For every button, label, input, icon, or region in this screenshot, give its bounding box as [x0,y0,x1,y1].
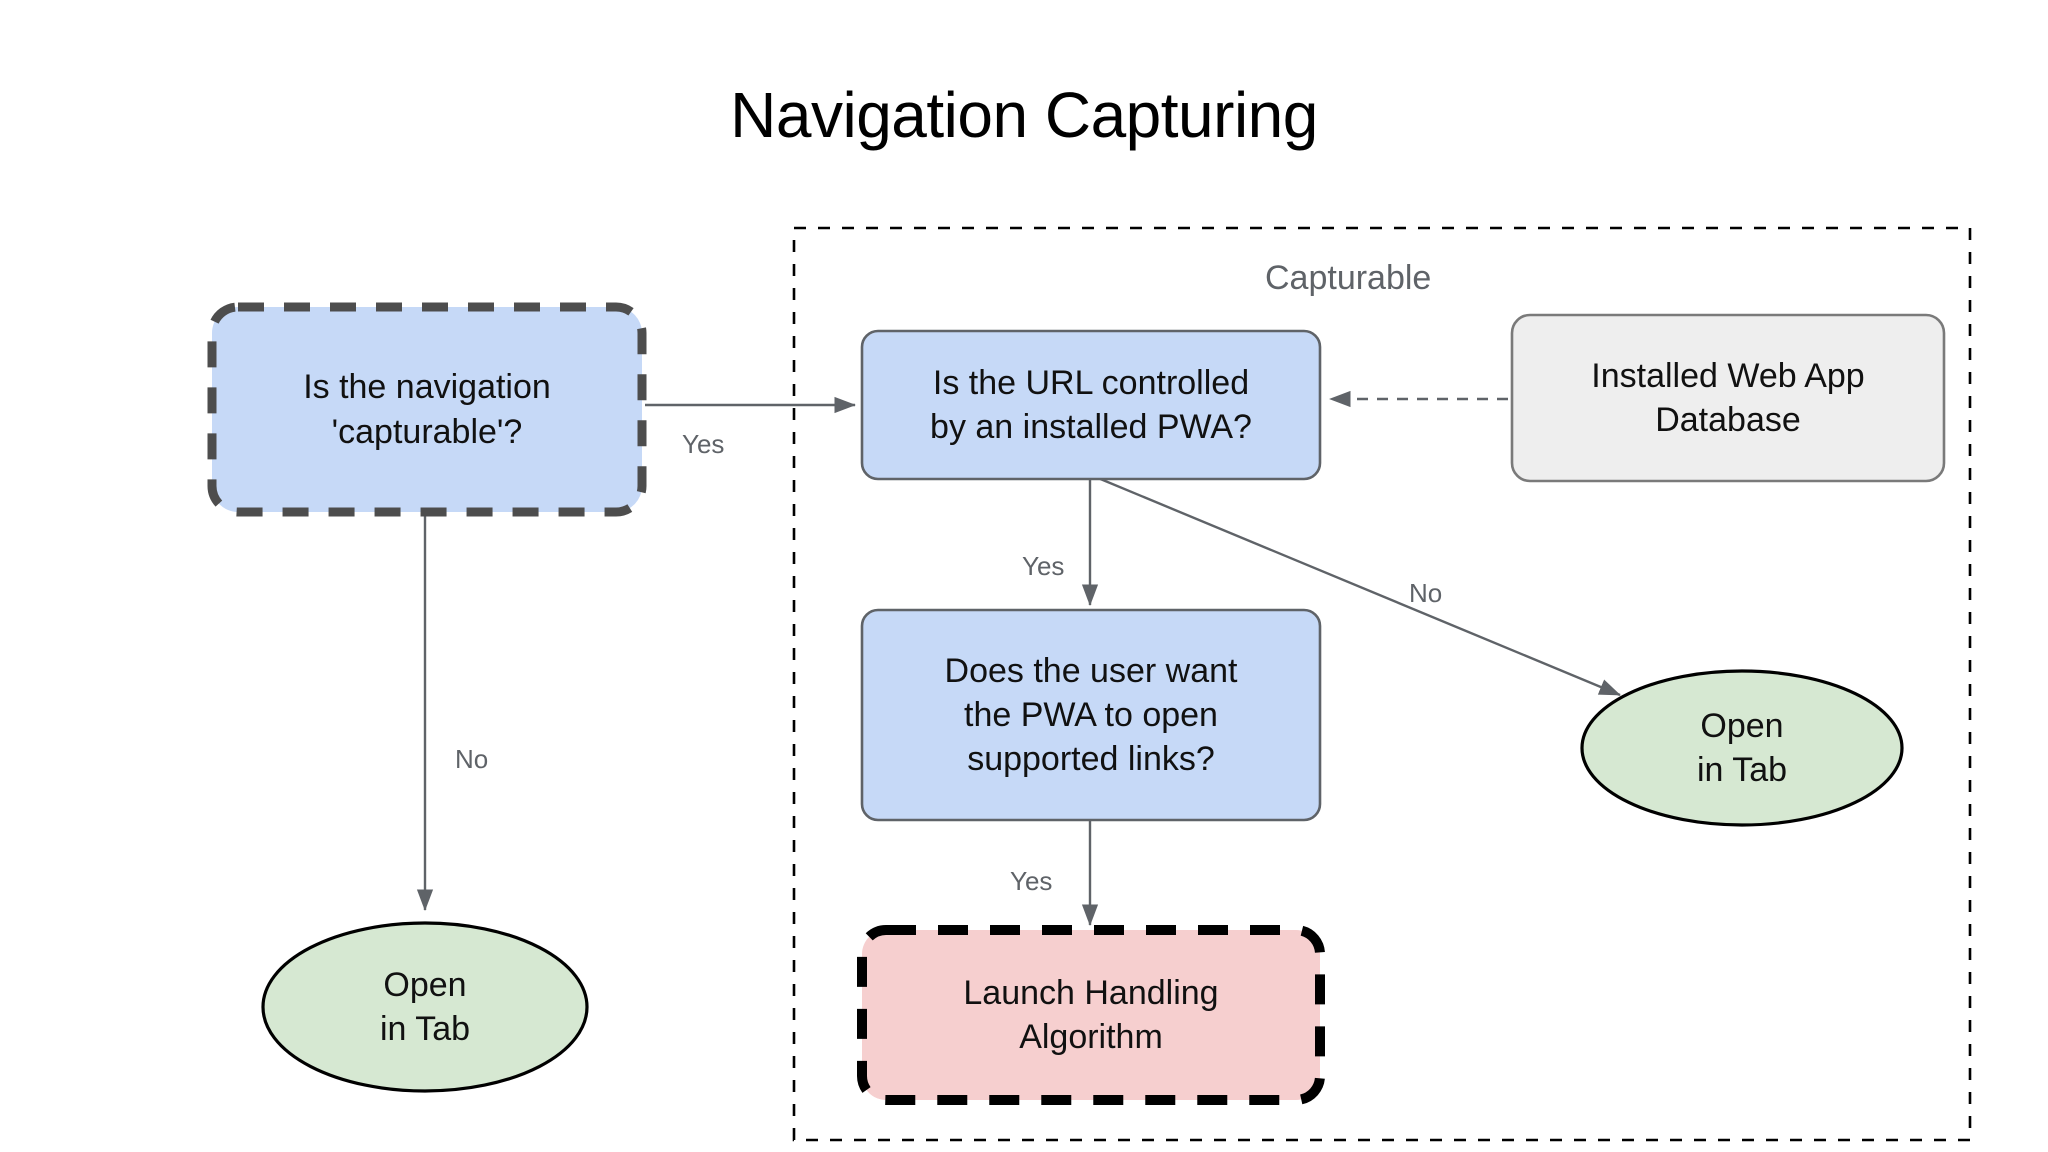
node-is-url-controlled[interactable] [860,329,1322,481]
node-does-user-want-pwa[interactable] [860,608,1322,822]
edge-label-nav-to-url: Yes [682,429,725,459]
node-open-in-tab-left[interactable] [261,921,589,1093]
node-is-navigation-capturable[interactable] [207,302,647,517]
node-installed-web-app-database[interactable] [1510,313,1946,483]
edge-label-user-to-launch: Yes [1010,866,1053,896]
edge-label-url-to-tab-right: No [1409,578,1443,608]
capturable-group-label: Capturable [1265,259,1432,297]
node-open-in-tab-right[interactable] [1580,669,1904,827]
edge-label-url-to-user: Yes [1022,551,1065,581]
node-launch-handling-algorithm[interactable] [857,925,1325,1105]
edge-url-to-tab-right [1097,476,1621,697]
edge-label-nav-to-tab: No [455,744,489,774]
capturable-group-box [792,226,1972,1142]
page-title: Navigation Capturing [730,79,1318,151]
